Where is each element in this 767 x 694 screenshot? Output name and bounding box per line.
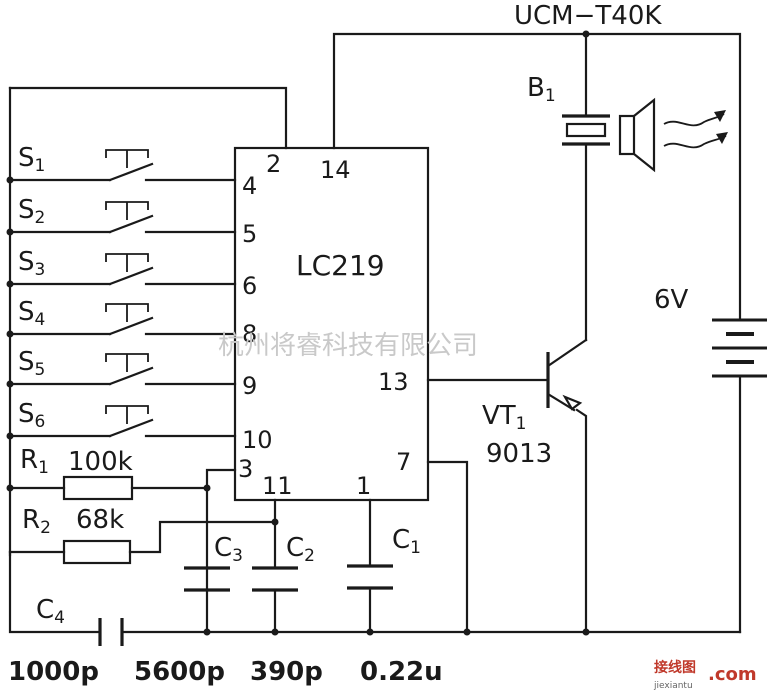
pin-1-label: 1 [356, 472, 371, 500]
pin-9-label: 9 [242, 372, 257, 400]
switch-s1 [8, 149, 237, 182]
transistor-vt1 [426, 338, 588, 634]
switch-s5 [8, 353, 237, 386]
top-rail [332, 32, 742, 322]
junction-dot [6, 176, 14, 184]
junction-dot [203, 484, 211, 492]
switch-s2-label: S2 [18, 195, 45, 228]
pin7-wire [426, 460, 469, 634]
b1-crystal [565, 122, 607, 138]
logo-chinese: 接线图 [654, 659, 696, 676]
pin-10-label: 10 [242, 426, 273, 454]
value-c3: 5600p [134, 657, 225, 687]
switch-s3 [8, 253, 237, 286]
junction-dot [6, 380, 14, 388]
ic-body [233, 146, 430, 502]
ultrasonic-wave-arrows [663, 110, 728, 149]
junction-dot [6, 228, 14, 236]
value-c1: 0.22u [360, 657, 443, 687]
b1-label: B1 [527, 73, 556, 106]
vt1-part: 9013 [486, 439, 552, 469]
logo-dotcom: .com [708, 664, 757, 685]
c3-label: C3 [214, 533, 243, 566]
c2-label: C2 [286, 533, 315, 566]
speaker-icon [618, 97, 656, 173]
watermark-text: 杭州将睿科技有限公司 [218, 331, 478, 361]
r1-value: 100k [68, 447, 133, 477]
pin-2-label: 2 [266, 150, 281, 178]
r2-value: 68k [76, 505, 124, 535]
c4-label: C4 [36, 595, 65, 628]
junction-dot [6, 280, 14, 288]
junction-dot [271, 628, 279, 636]
logo-pinyin: jiexiantu [653, 681, 693, 691]
pin-5-label: 5 [242, 220, 257, 248]
junction-dot [6, 330, 14, 338]
ground-rail [8, 550, 742, 634]
pin-4-label: 4 [242, 172, 257, 200]
junction-dot [203, 628, 211, 636]
switch-s2 [8, 201, 237, 234]
pin2-top-wire [8, 86, 288, 150]
switch-s5-label: S5 [18, 347, 45, 380]
pin-7-label: 7 [396, 448, 411, 476]
battery [712, 318, 767, 634]
switch-s3-label: S3 [18, 247, 45, 280]
value-c2: 390p [250, 657, 323, 687]
junction-dot [6, 432, 14, 440]
switch-s6-label: S6 [18, 399, 45, 432]
c1-label: C1 [392, 525, 421, 558]
transducer-model: UCM−T40K [514, 1, 662, 31]
switch-s1-label: S1 [18, 143, 45, 176]
pin-11-label: 11 [262, 472, 293, 500]
r2-label: R2 [22, 505, 51, 538]
ic-name: LC219 [296, 249, 385, 282]
junction-dot [366, 628, 374, 636]
pin-6-label: 6 [242, 272, 257, 300]
pin-13-label: 13 [378, 368, 409, 396]
pin3-wire [205, 468, 237, 592]
r1-body [62, 475, 134, 501]
site-logo: 接线图 jiexiantu .com [653, 659, 757, 691]
switch-s6 [8, 405, 237, 438]
junction-dot [271, 518, 279, 526]
r2-wire [8, 520, 277, 554]
battery-voltage: 6V [654, 285, 689, 315]
switch-s4-label: S4 [18, 297, 45, 330]
switch-s4 [8, 303, 237, 336]
pin-14-label: 14 [320, 156, 351, 184]
value-c4: 1000p [8, 657, 99, 687]
r2-body [62, 539, 132, 565]
r1-label: R1 [20, 445, 49, 478]
pin-3-label: 3 [238, 455, 253, 483]
pin-8-label: 8 [242, 320, 257, 348]
vt1-label: VT1 [482, 401, 527, 434]
